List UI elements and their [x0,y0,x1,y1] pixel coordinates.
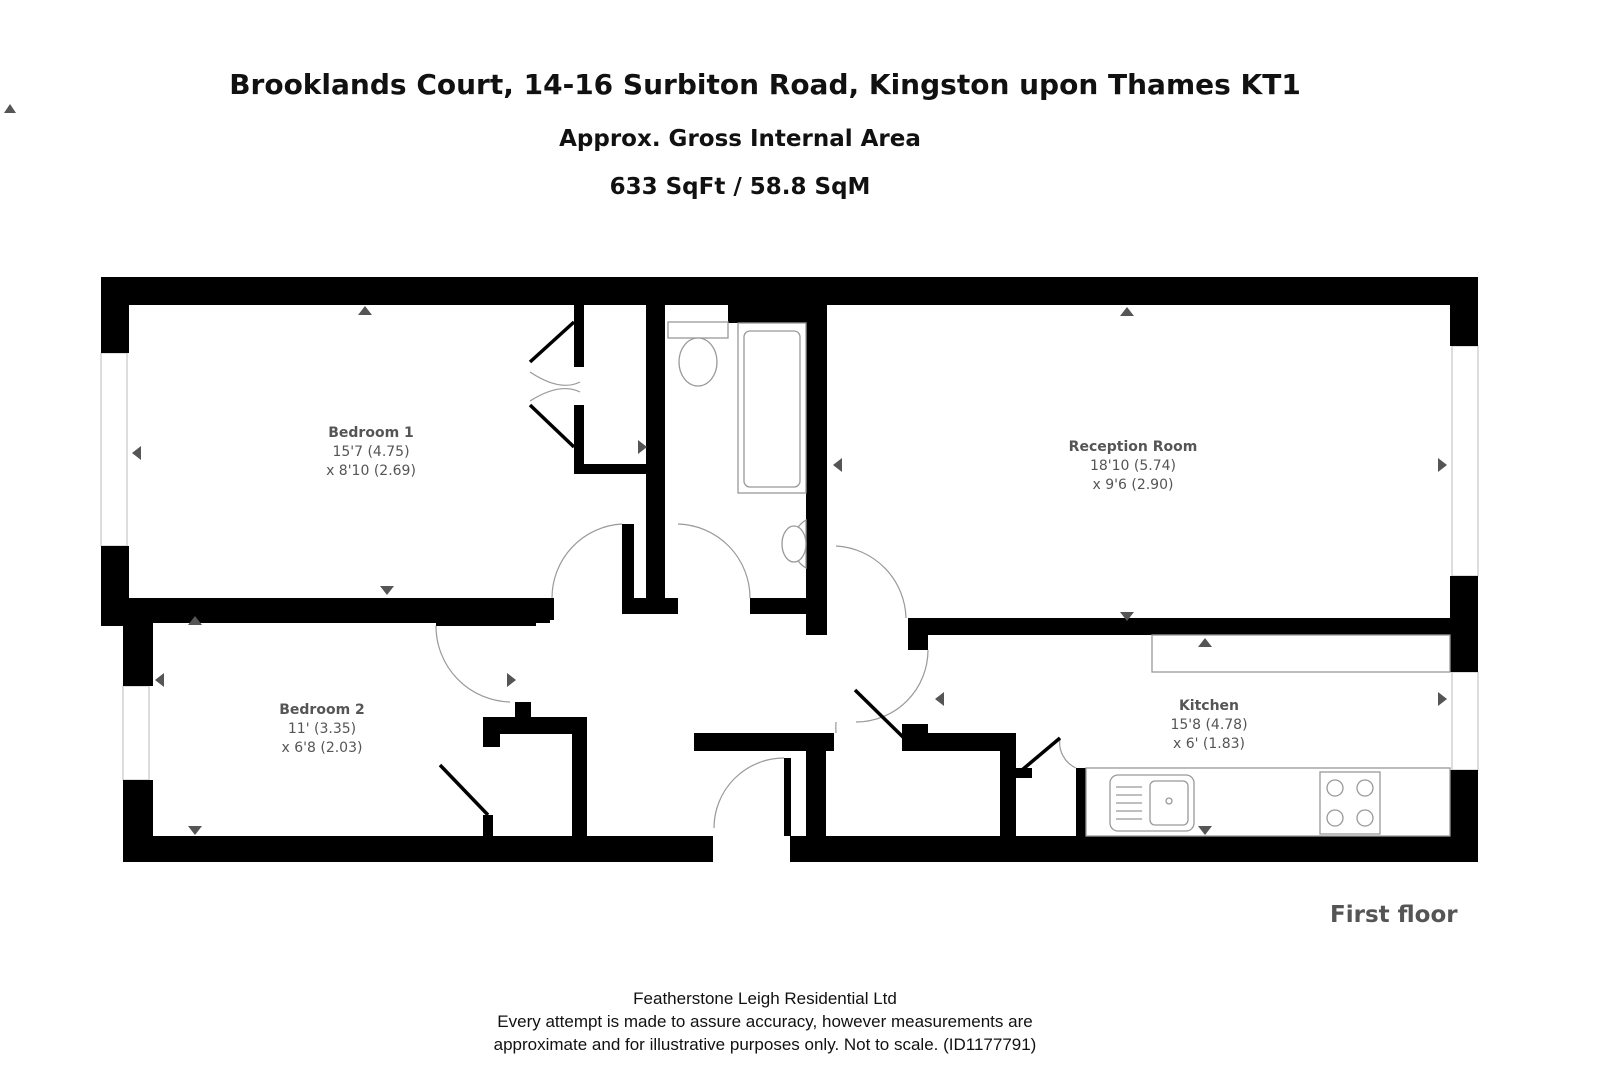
marker-left-icon [132,446,141,460]
marker-left-icon [155,673,164,687]
window-kitchen [1451,671,1479,771]
room-name: Bedroom 2 [279,702,365,718]
marker-right-icon [1438,692,1447,706]
company-name: Featherstone Leigh Residential Ltd [633,989,897,1008]
floor-label: First floor [1330,902,1458,928]
room-dimension: 18'10 (5.74) [1090,458,1176,474]
basin-icon [781,518,807,570]
room-dimension: x 6'8 (2.03) [282,740,363,756]
room-name: Kitchen [1179,698,1239,714]
north-arrow-icon [4,104,16,113]
room-dimension: 11' (3.35) [288,721,356,737]
room-dimension: x 9'6 (2.90) [1093,477,1174,493]
marker-right-icon [638,440,647,454]
footer: Featherstone Leigh Residential Ltd Every… [0,987,1530,1056]
disclaimer-line: approximate and for illustrative purpose… [493,1035,1037,1054]
exterior-walls [101,277,1478,862]
marker-right-icon [507,673,516,687]
marker-up-icon [358,306,372,315]
marker-down-icon [380,586,394,595]
sink-icon [1109,774,1195,832]
marker-up-icon [188,616,202,625]
room-dimension: x 6' (1.83) [1173,736,1245,752]
marker-up-icon [1198,638,1212,647]
marker-down-icon [1198,826,1212,835]
window-reception [1451,345,1479,577]
bath-icon [737,322,807,494]
disclaimer-line: Every attempt is made to assure accuracy… [497,1012,1033,1031]
room-label-bedroom1: Bedroom 1 15'7 (4.75) x 8'10 (2.69) [326,425,416,479]
room-dimension: x 8'10 (2.69) [326,463,416,479]
room-label-reception: Reception Room 18'10 (5.74) x 9'6 (2.90) [1069,439,1198,493]
window-bedroom2 [122,685,150,781]
dimension-markers [132,306,1447,835]
marker-up-icon [1120,307,1134,316]
doors [435,320,1077,829]
hob-icon [1319,771,1381,835]
room-name: Reception Room [1069,439,1198,455]
area-value: 633 SqFt / 58.8 SqM [609,174,871,200]
room-label-bedroom2: Bedroom 2 11' (3.35) x 6'8 (2.03) [279,702,365,756]
room-dimension: 15'8 (4.78) [1170,717,1247,733]
interior-walls [129,305,1478,837]
toilet-icon [667,321,729,387]
room-name: Bedroom 1 [328,425,414,441]
marker-down-icon [188,826,202,835]
marker-left-icon [833,458,842,472]
room-dimension: 15'7 (4.75) [332,444,409,460]
kitchen-worktop-top [1151,634,1451,673]
marker-left-icon [935,692,944,706]
marker-down-icon [1120,612,1134,621]
property-title: Brooklands Court, 14-16 Surbiton Road, K… [229,68,1301,101]
window-bedroom1 [100,352,128,547]
marker-right-icon [1438,458,1447,472]
area-heading: Approx. Gross Internal Area [559,126,921,152]
room-label-kitchen: Kitchen 15'8 (4.78) x 6' (1.83) [1170,698,1247,752]
